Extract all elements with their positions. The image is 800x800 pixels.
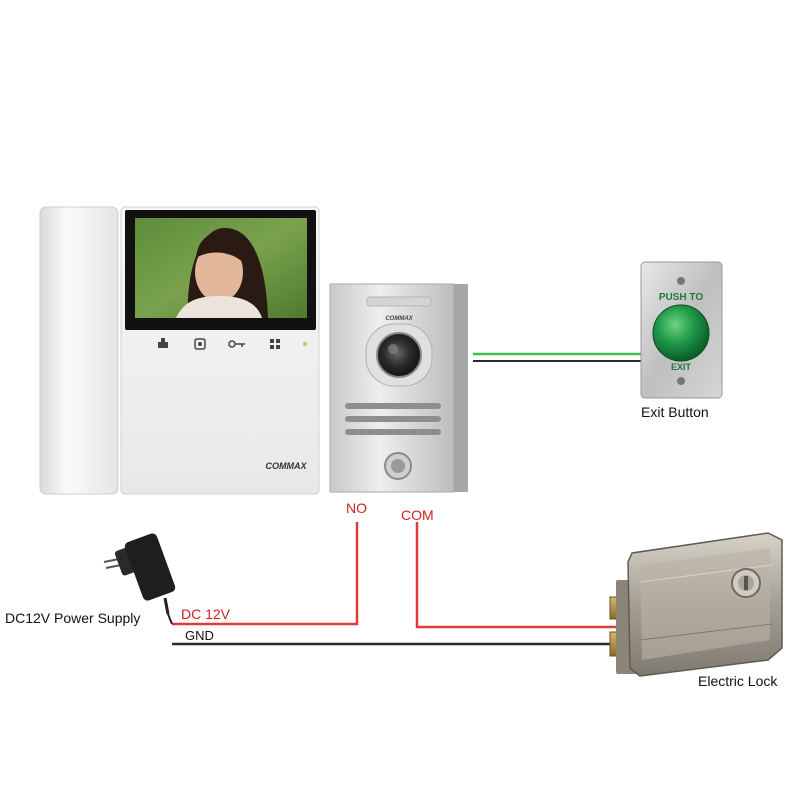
exit-button-exit-text: EXIT — [671, 362, 692, 372]
menu-grid-icon[interactable] — [270, 339, 280, 349]
door-station: COMMAX — [329, 283, 468, 493]
exit-button-device: PUSH TO EXIT — [640, 261, 723, 399]
door-station-ir-strip — [366, 296, 432, 307]
electric-lock — [609, 532, 783, 677]
electric-lock-label: Electric Lock — [698, 673, 778, 689]
no-wire-red — [172, 522, 359, 626]
monitor-handset — [39, 206, 119, 495]
dc12v-label: DC 12V — [181, 606, 231, 622]
intercom-icon[interactable] — [158, 338, 168, 348]
key-icon[interactable] — [228, 340, 245, 348]
visitor-image — [176, 227, 268, 318]
gnd-label: GND — [185, 628, 214, 643]
com-terminal-label: COM — [401, 507, 434, 523]
power-adapter — [103, 533, 176, 625]
power-supply-label: DC12V Power Supply — [5, 610, 140, 626]
door-station-brand-logo: COMMAX — [385, 316, 413, 322]
monitor-brand-logo: COMMAX — [266, 461, 308, 471]
video-monitor: COMMAX — [39, 206, 320, 495]
door-station-camera-lens — [376, 332, 422, 378]
exit-button-label: Exit Button — [641, 404, 709, 420]
exit-button-push[interactable] — [652, 304, 710, 362]
door-station-speaker-grill — [345, 403, 441, 435]
power-led-icon — [303, 342, 307, 346]
camera-icon[interactable] — [194, 338, 206, 350]
wiring — [172, 352, 645, 646]
no-terminal-label: NO — [346, 500, 367, 516]
com-wire-red — [415, 522, 620, 629]
power-adapter-body — [124, 533, 176, 601]
exit-button-push-to-text: PUSH TO — [659, 292, 703, 303]
diagram-labels: NO COM DC 12V GND DC12V Power Supply Exi… — [5, 404, 778, 689]
door-station-side — [454, 284, 468, 492]
